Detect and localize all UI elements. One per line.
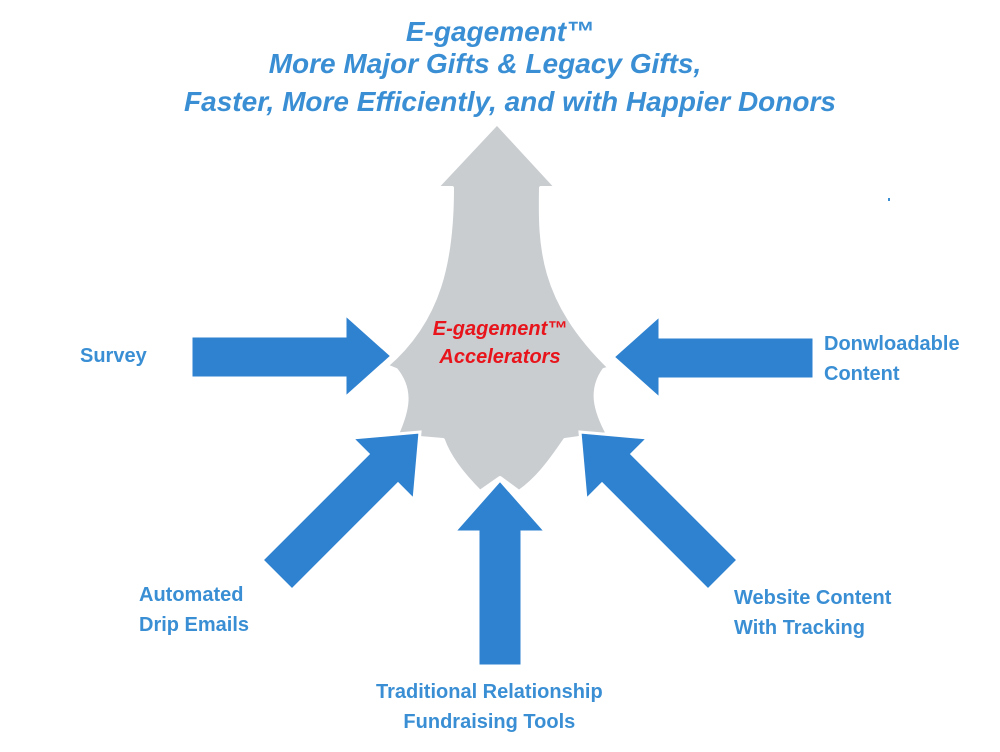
traditional-tools-label: Traditional Relationship Fundraising Too… bbox=[376, 677, 603, 737]
survey-label-line-1: Survey bbox=[80, 345, 147, 367]
traditional-label-line-1: Traditional Relationship bbox=[376, 681, 603, 703]
traditional-label-line-2: Fundraising Tools bbox=[403, 711, 576, 733]
downloadable-label-line-2: Content bbox=[824, 363, 900, 385]
website-label-line-1: Website Content bbox=[734, 587, 892, 609]
traditional-arrow bbox=[450, 477, 550, 668]
survey-label: Survey bbox=[80, 341, 147, 371]
page-title: E-gagement™ bbox=[405, 16, 595, 47]
downloadable-label-line-1: Donwloadable bbox=[824, 333, 960, 355]
downloadable-content-label: Donwloadable Content bbox=[824, 329, 960, 389]
drip-emails-label: Automated Drip Emails bbox=[139, 580, 249, 640]
page-subtitle-line-1: More Major Gifts & Legacy Gifts, bbox=[268, 48, 702, 79]
website-content-label: Website Content With Tracking bbox=[734, 583, 891, 643]
website-label-line-2: With Tracking bbox=[734, 617, 865, 639]
page-subtitle-line-2: Faster, More Efficiently, and with Happi… bbox=[184, 86, 836, 117]
stray-mark bbox=[888, 198, 890, 201]
accelerators-label-line-1: E-gagement™ bbox=[432, 318, 568, 340]
accelerators-label-line-2: Accelerators bbox=[439, 346, 561, 368]
drip-label-line-1: Automated bbox=[139, 584, 244, 606]
downloadable-arrow bbox=[610, 311, 816, 403]
website-arrow bbox=[578, 430, 741, 593]
survey-arrow bbox=[189, 310, 395, 402]
drip-emails-arrow bbox=[259, 430, 422, 593]
accelerators-label: E-gagement™ Accelerators bbox=[410, 315, 590, 371]
drip-label-line-2: Drip Emails bbox=[139, 614, 250, 636]
